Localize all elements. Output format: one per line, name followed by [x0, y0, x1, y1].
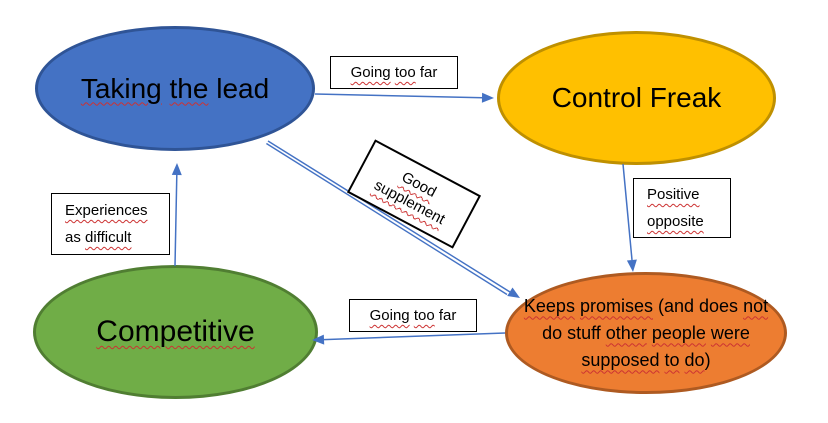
misspelled-word: to [664, 349, 680, 370]
arrow-keeps-to-competitive[interactable] [312, 332, 506, 345]
arrow-competitive-to-lead-line [174, 174, 178, 267]
arrow-competitive-to-lead-head [171, 163, 182, 176]
misspelled-word: difficult [85, 229, 132, 246]
edge-label-experiences-as-difficult[interactable]: Experiences as difficult [51, 193, 170, 255]
text-segment: as [65, 229, 86, 246]
node-control-freak-label: Control Freak [544, 82, 730, 114]
edge-label-text: Positive opposite [647, 181, 704, 235]
node-keeps-promises-label: Keeps promises (and does not do stuff oth… [516, 293, 776, 374]
misspelled-word: Going [369, 307, 410, 324]
arrow-keeps-to-competitive-head [312, 334, 325, 345]
node-competitive-label: Competitive [88, 315, 262, 349]
text-segment: lead [208, 72, 270, 104]
node-competitive[interactable]: Competitive [33, 265, 318, 399]
misspelled-word: too [394, 64, 416, 81]
node-taking-the-lead[interactable]: Taking the lead [35, 26, 315, 151]
misspelled-word: Positive [647, 186, 700, 203]
arrow-control-to-keeps-head [626, 259, 637, 272]
misspelled-word: opposite [647, 213, 704, 230]
node-control-freak[interactable]: Control Freak [497, 31, 776, 165]
misspelled-word: do [684, 349, 705, 370]
arrow-lead-to-keeps-head [507, 287, 520, 298]
misspelled-word: Competitive [96, 315, 255, 348]
misspelled-word: supposed [581, 349, 660, 370]
text-segment: (and does [653, 295, 744, 316]
misspelled-word: Experiences [65, 202, 148, 219]
text-segment: far [434, 307, 457, 324]
node-keeps-promises[interactable]: Keeps promises (and does not do stuff oth… [505, 272, 787, 394]
edge-label-text: Going too far [370, 302, 457, 329]
edge-label-going-too-far-top[interactable]: Going too far [330, 56, 458, 89]
arrow-control-to-keeps[interactable] [622, 163, 637, 272]
edge-label-going-too-far-bottom[interactable]: Going too far [349, 299, 477, 332]
text-segment: do stuff [542, 322, 606, 343]
arrow-lead-to-keeps-line-2 [266, 142, 508, 296]
misspelled-word: other [605, 322, 647, 343]
text-segment: far [415, 64, 438, 81]
arrow-lead-to-control-line [314, 93, 484, 99]
edge-label-text: Going too far [351, 59, 438, 86]
arrow-lead-to-control-head [481, 92, 494, 103]
misspelled-word: people [651, 322, 706, 343]
misspelled-word: Taking [80, 72, 162, 104]
arrow-lead-to-keeps[interactable] [266, 140, 520, 298]
misspelled-word: too [413, 307, 435, 324]
text-segment: Control Freak [551, 82, 722, 113]
text-segment: ) [704, 349, 711, 370]
arrow-keeps-to-competitive-line [323, 332, 506, 341]
arrow-lead-to-control[interactable] [314, 92, 494, 103]
misspelled-word: not [743, 295, 769, 316]
edge-label-text: Experiences as difficult [65, 197, 148, 251]
arrow-control-to-keeps-line [622, 163, 633, 261]
edge-label-positive-opposite[interactable]: Positive opposite [633, 178, 731, 238]
misspelled-word: were [710, 322, 750, 343]
misspelled-word: the [169, 72, 209, 104]
node-taking-the-lead-label: Taking the lead [73, 73, 277, 105]
misspelled-word: promises [579, 295, 653, 316]
arrow-competitive-to-lead[interactable] [171, 163, 182, 267]
arrow-lead-to-keeps-line [267, 140, 511, 293]
misspelled-word: Keeps [523, 295, 575, 316]
misspelled-word: Going [350, 64, 391, 81]
